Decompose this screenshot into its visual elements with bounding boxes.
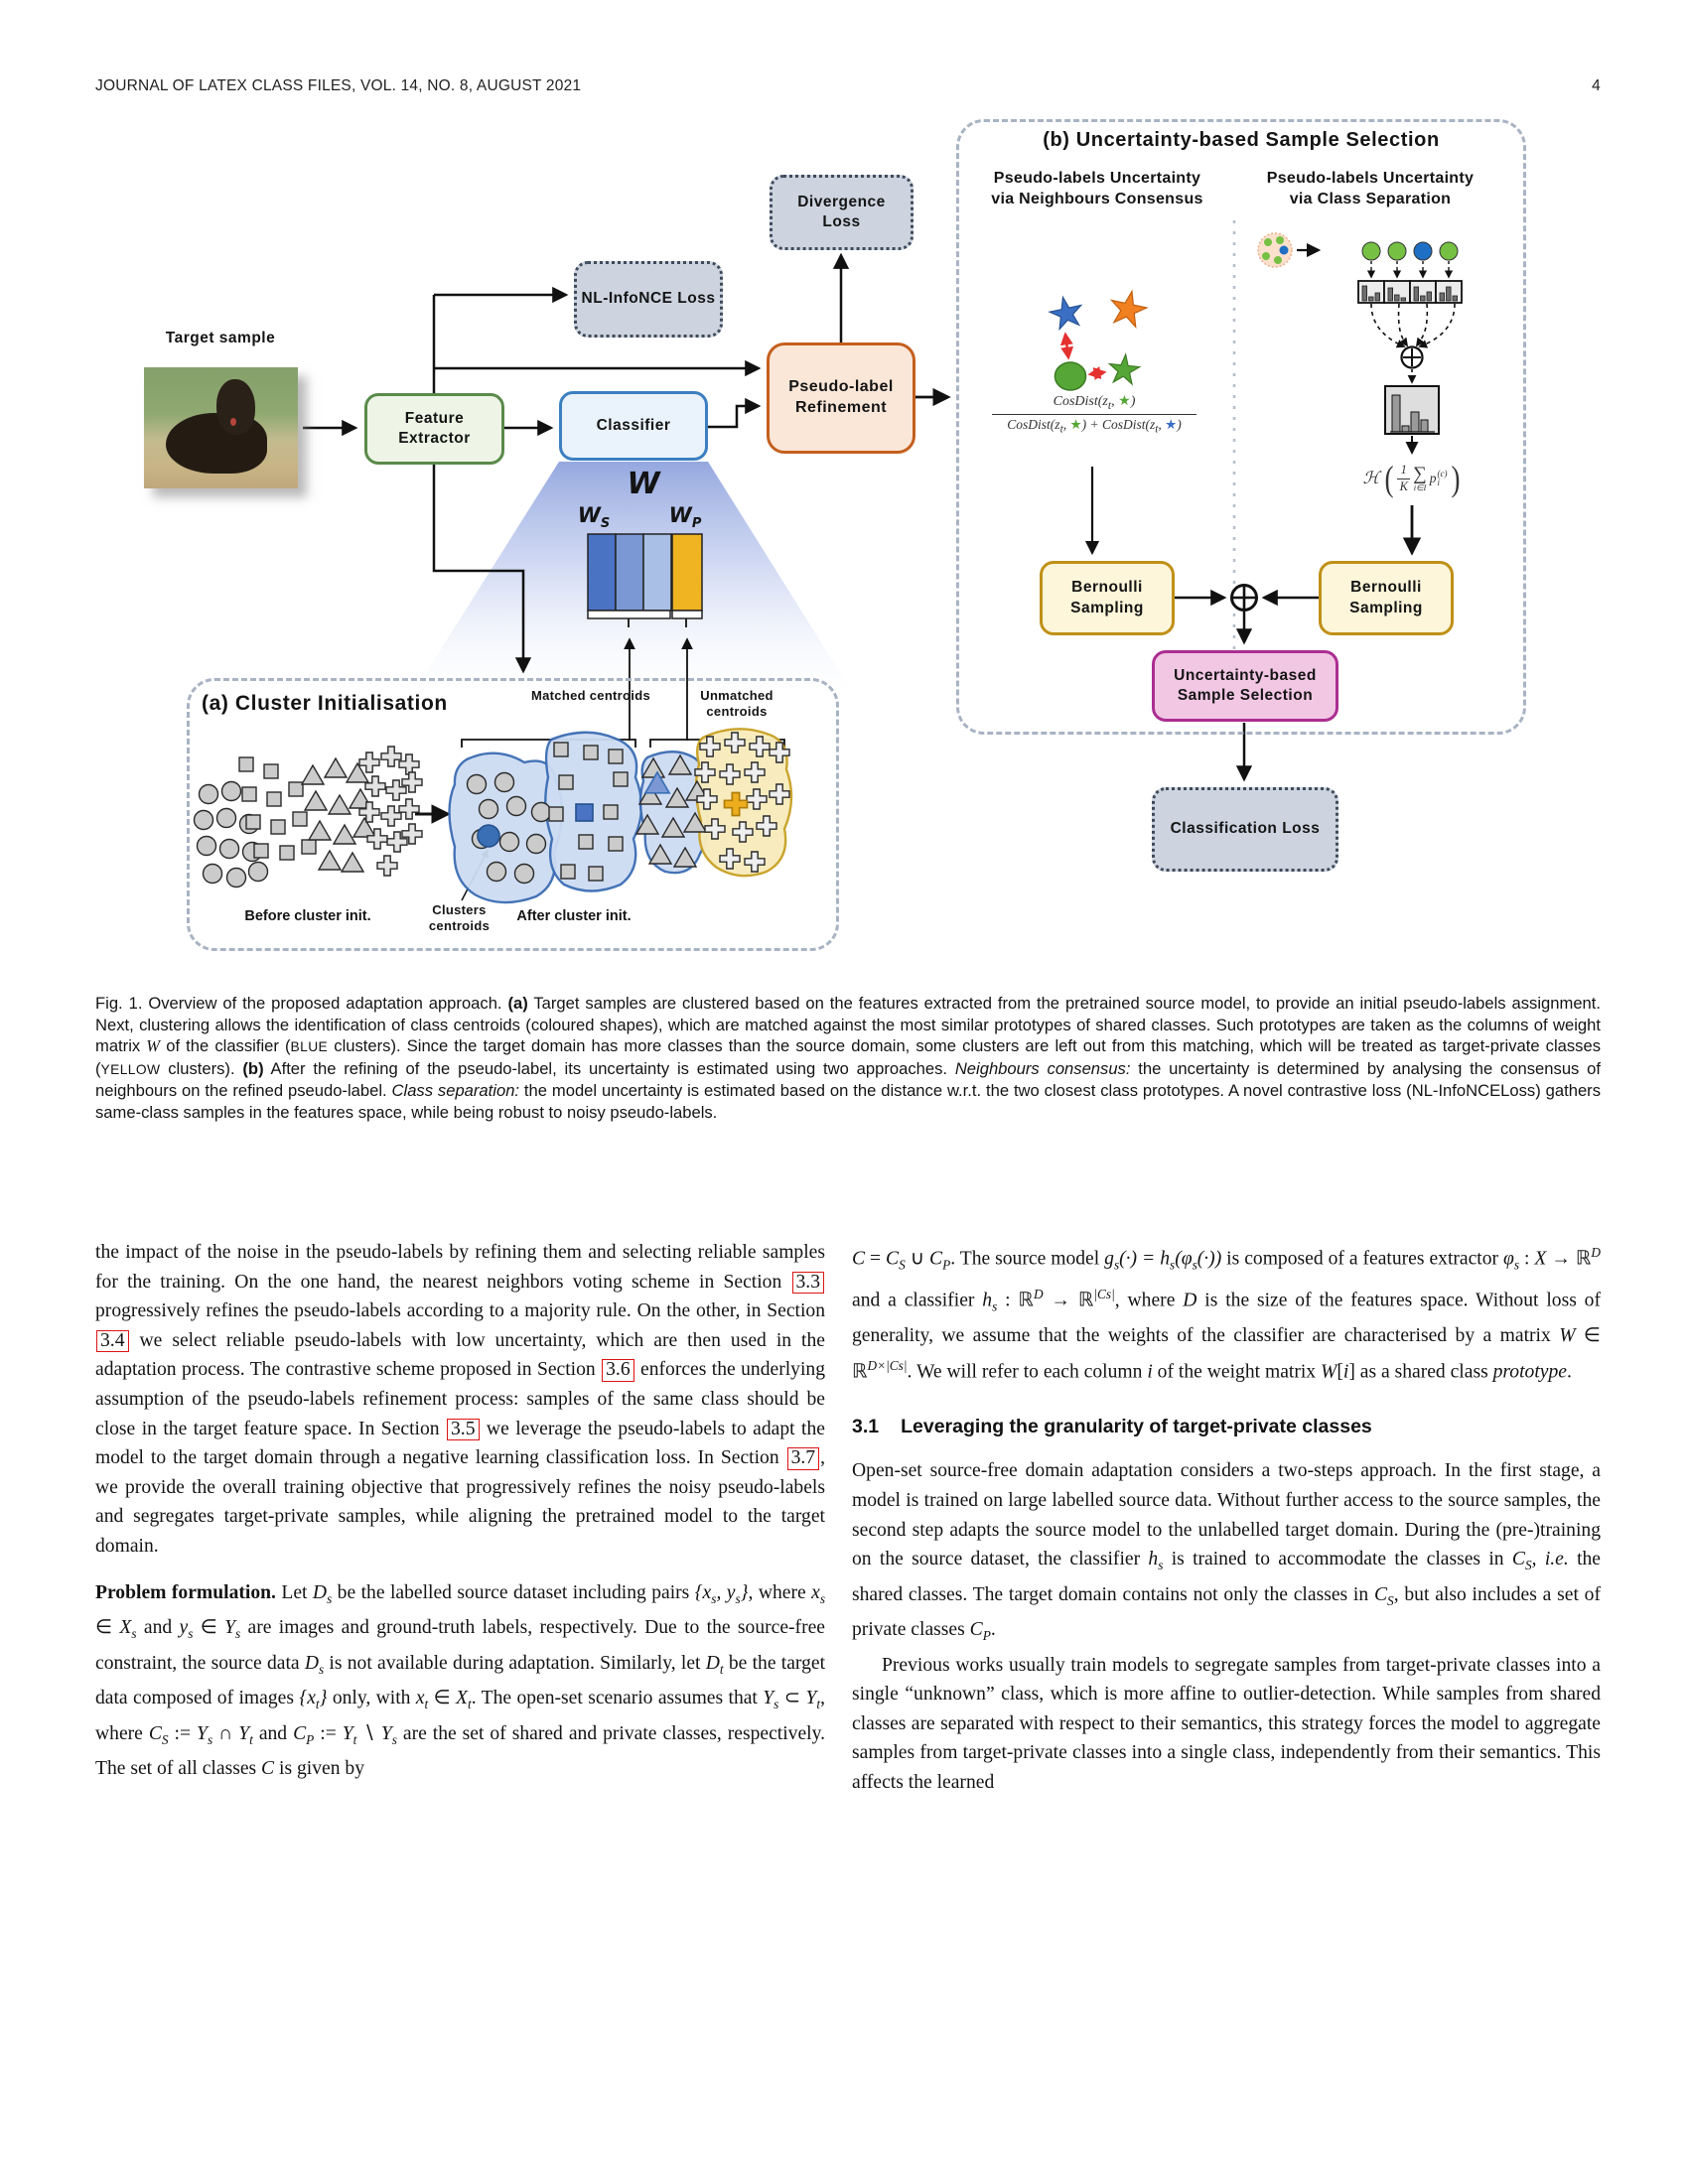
- dog-head: [215, 379, 255, 436]
- journal-title: JOURNAL OF LATEX CLASS FILES, VOL. 14, N…: [95, 77, 582, 94]
- cosdist-formula: CosDist(zt, ★) CosDist(zt, ★) + CosDist(…: [986, 393, 1202, 435]
- blue-star-icon: [1048, 294, 1085, 331]
- figure-1: Target sample Feature Extractor Classifi…: [99, 114, 1539, 960]
- matched-centroid-circle: [477, 824, 500, 848]
- paragraph: Problem formulation. Let Ds be the label…: [95, 1581, 826, 1780]
- entropy-H: ℋ: [1362, 469, 1380, 487]
- bernoulli-sampling-left-box: Bernoulli Sampling: [1040, 561, 1175, 635]
- sum-symbol: ∑ i∈I: [1413, 464, 1427, 493]
- bernoulli-right-label: Bernoulli Sampling: [1349, 579, 1423, 616]
- panel-b-border: [956, 119, 1526, 735]
- neighbour-dot: [1387, 241, 1407, 261]
- green-star-icon: ★: [1118, 394, 1131, 409]
- figure-caption: Fig. 1. Overview of the proposed adaptat…: [95, 994, 1602, 1122]
- weight-matrix-wp-label: WP: [668, 503, 702, 532]
- classifier-label: Classifier: [596, 416, 671, 434]
- body-column-right: C = CS ∪ CP. The source model gs(·) = hs…: [852, 1238, 1601, 1798]
- page-number: 4: [1592, 77, 1601, 94]
- p-term: p (c)i: [1429, 468, 1448, 487]
- matched-bracket: [461, 739, 636, 748]
- matched-centroid-triangle: [643, 770, 671, 794]
- distance-arrow-horizontal: [1087, 366, 1107, 380]
- paragraph: C = CS ∪ CP. The source model gs(·) = hs…: [852, 1245, 1602, 1383]
- weight-matrix-w-label: W: [627, 467, 660, 501]
- classification-loss-box: Classification Loss: [1152, 787, 1338, 872]
- bernoulli-sampling-right-box: Bernoulli Sampling: [1319, 561, 1454, 635]
- green-star-icon: [1108, 352, 1141, 384]
- clusters-centroids-label: Clusters centroids: [428, 902, 491, 934]
- matched-centroids-label: Matched centroids: [531, 688, 650, 703]
- unmatched-centroid-cross: [723, 791, 749, 817]
- page-header: JOURNAL OF LATEX CLASS FILES, VOL. 14, N…: [95, 77, 1601, 95]
- paragraph: the impact of the noise in the pseudo-la…: [95, 1242, 826, 1557]
- panel-b-subtitle-consensus: Pseudo-labels Uncertainty via Neighbours…: [991, 170, 1203, 207]
- feature-extractor-box: Feature Extractor: [364, 393, 504, 465]
- unmatched-centroids-label: Unmatched centroids: [700, 688, 774, 720]
- target-sample-label: Target sample: [165, 330, 276, 346]
- paragraph: Previous works usually train models to s…: [852, 1654, 1601, 1794]
- panel-a-title: (a) Cluster Initialisation: [202, 692, 448, 715]
- classification-loss-label: Classification Loss: [1170, 820, 1321, 838]
- classifier-box: Classifier: [559, 391, 708, 461]
- neighbour-dot: [1439, 241, 1459, 261]
- neighbour-dot: [1413, 241, 1433, 261]
- divergence-loss-label: Divergence Loss: [797, 193, 886, 230]
- green-circle-sample: [1054, 361, 1087, 391]
- left-paren: (: [1384, 459, 1394, 498]
- panel-b-title: (b) Uncertainty-based Sample Selection: [1043, 129, 1440, 151]
- panel-a-border: [187, 678, 839, 951]
- cosdist-numerator: CosDist(zt, ★): [1053, 394, 1136, 412]
- nl-infonce-loss-box: NL-InfoNCE Loss: [574, 261, 723, 338]
- feature-extractor-label: Feature Extractor: [398, 409, 471, 447]
- orange-star-icon: [1107, 288, 1149, 329]
- after-cluster-label: After cluster init.: [516, 908, 632, 924]
- neighbour-dot: [1361, 241, 1381, 261]
- body-column-left: the impact of the noise in the pseudo-la…: [95, 1238, 825, 1784]
- pseudo-label-refinement-label: Pseudo-label Refinement: [788, 378, 894, 416]
- before-cluster-label: Before cluster init.: [244, 908, 371, 924]
- right-paren: ): [1451, 459, 1461, 498]
- cosdist-denominator: CosDist(zt, ★) + CosDist(zt, ★): [1007, 416, 1182, 436]
- private-prototype-column: [671, 533, 703, 612]
- bernoulli-left-label: Bernoulli Sampling: [1070, 579, 1144, 616]
- uncertainty-sample-selection-box: Uncertainty-based Sample Selection: [1152, 650, 1338, 722]
- divergence-loss-box: Divergence Loss: [770, 175, 914, 250]
- nl-infonce-loss-label: NL-InfoNCE Loss: [581, 290, 716, 308]
- matched-centroid-square: [575, 803, 594, 822]
- one-over-K: 1 K: [1397, 464, 1411, 492]
- dog-tongue: [229, 418, 236, 427]
- uncertainty-selection-label: Uncertainty-based Sample Selection: [1174, 666, 1317, 704]
- blue-star-icon: ★: [1165, 416, 1178, 432]
- entropy-formula: ℋ ( 1 K ∑ i∈I p (c)i ): [1342, 456, 1481, 501]
- green-star-icon: ★: [1069, 416, 1082, 432]
- distance-arrow-vertical: [1059, 332, 1074, 360]
- weight-matrix-ws-label: WS: [577, 503, 611, 532]
- figure-artwork: [193, 220, 1463, 904]
- paragraph: Open-set source-free domain adaptation c…: [852, 1460, 1602, 1644]
- target-sample-image: [144, 367, 298, 488]
- fraction-bar: [992, 413, 1196, 415]
- panel-b-subtitle-separation: Pseudo-labels Uncertainty via Class Sepa…: [1266, 170, 1475, 207]
- pseudo-label-refinement-box: Pseudo-label Refinement: [767, 342, 915, 454]
